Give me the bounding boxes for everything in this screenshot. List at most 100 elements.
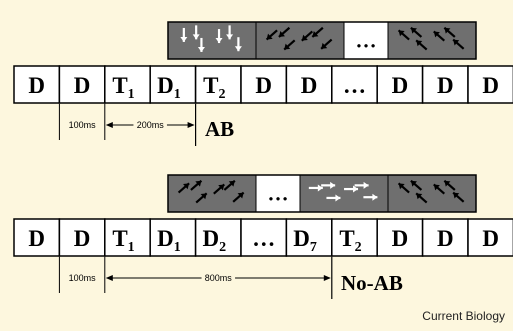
- motion-arrow-field: [308, 181, 378, 202]
- motion-arrowhead: [416, 193, 423, 200]
- lag-arrowhead-right: [323, 275, 331, 281]
- motion-arrowhead: [180, 36, 188, 42]
- motion-arrowhead: [353, 185, 359, 193]
- motion-arrowhead: [410, 180, 417, 187]
- strip-motion-cell: [299, 174, 389, 213]
- strip-motion-cell: [167, 21, 257, 60]
- motion-arrowhead: [195, 180, 202, 187]
- cell-subscript: 1: [128, 240, 135, 255]
- sequence-cell-label: D: [74, 73, 91, 98]
- sequence-cell: [58, 65, 106, 104]
- sequence-cell: [104, 65, 151, 104]
- cell-main-letter: D: [202, 226, 219, 251]
- strip-border: [167, 174, 477, 213]
- cell-main-letter: D: [301, 73, 318, 98]
- strip-border: [167, 21, 477, 60]
- sequence-cell-label: D: [482, 226, 499, 251]
- sequence-cell-label: D: [482, 73, 499, 98]
- cell-main-letter: D: [482, 73, 499, 98]
- cell-main-letter: D: [392, 73, 409, 98]
- lag-arrowhead-left: [105, 122, 113, 128]
- motion-arrowhead: [410, 27, 417, 34]
- cell-main-letter: T: [112, 73, 127, 98]
- motion-arrowhead: [197, 46, 205, 52]
- sequence-cell: [13, 218, 61, 257]
- cell-main-letter: D: [28, 226, 45, 251]
- sequence-cell-label: D: [392, 73, 409, 98]
- motion-arrow-field: [397, 26, 465, 51]
- motion-arrowhead: [266, 33, 273, 40]
- sequence-cell: [467, 65, 513, 104]
- motion-arrow-field: [180, 25, 242, 52]
- cell-subscript: 2: [355, 240, 362, 255]
- motion-arrowhead: [228, 180, 235, 187]
- sequence-cell: [467, 218, 513, 257]
- cell-main-letter: D: [293, 226, 310, 251]
- sequence-cell-label: D2: [202, 226, 226, 255]
- motion-arrowhead: [453, 39, 460, 46]
- sequence-cell: [376, 218, 424, 257]
- strip-ellipsis-cell: [343, 21, 389, 60]
- sequence-cell-label: D: [28, 73, 45, 98]
- motion-arrowhead: [218, 184, 225, 191]
- motion-arrowhead: [453, 192, 460, 199]
- sequence-cell: [58, 218, 106, 257]
- strip-motion-cell: [387, 174, 477, 213]
- cell-subscript: 1: [174, 240, 181, 255]
- lag-label: 800ms: [205, 273, 233, 283]
- motion-arrowhead: [200, 193, 207, 200]
- sequence-cell: [240, 65, 288, 104]
- motion-arrowhead: [363, 181, 369, 189]
- sequence-cell-label: T1: [112, 73, 134, 102]
- sequence-cell-label: …: [252, 226, 275, 251]
- cell-main-letter: T: [203, 73, 218, 98]
- motion-arrowhead: [312, 31, 319, 37]
- sequence-cell-label: T2: [339, 226, 361, 255]
- sequence-cell-label: D7: [293, 226, 317, 255]
- motion-arrowhead: [444, 180, 451, 187]
- motion-arrowhead: [372, 193, 378, 201]
- sequence-cell: [104, 218, 151, 257]
- motion-arrowhead: [278, 31, 285, 37]
- motion-arrowhead: [284, 43, 291, 50]
- motion-arrowhead: [335, 194, 341, 202]
- condition-label: No-AB: [341, 271, 403, 295]
- soa-label: 100ms: [69, 273, 97, 283]
- motion-arrowhead: [330, 181, 336, 189]
- cell-main-letter: D: [437, 73, 454, 98]
- sequence-cell-label: D: [437, 73, 454, 98]
- sequence-cell-label: D: [28, 226, 45, 251]
- sequence-cell-label: T1: [112, 226, 134, 255]
- sequence-cell-label: …: [343, 73, 366, 98]
- sequence-cell: [285, 65, 333, 104]
- lag-arrowhead-right: [187, 122, 195, 128]
- motion-arrowhead: [234, 46, 242, 52]
- cell-main-letter: T: [339, 226, 354, 251]
- soa-label: 100ms: [69, 120, 97, 130]
- sequence-cell: [285, 218, 333, 257]
- sequence-cell-label: D1: [157, 73, 181, 102]
- motion-arrowhead: [321, 42, 328, 49]
- credit-label: Current Biology: [422, 309, 505, 323]
- cell-main-letter: D: [437, 226, 454, 251]
- cell-main-letter: D: [74, 73, 91, 98]
- sequence-cell: [376, 65, 424, 104]
- sequence-cell: [149, 65, 197, 104]
- sequence-cell-label: D: [301, 73, 318, 98]
- cell-main-letter: T: [112, 226, 127, 251]
- motion-arrowhead: [433, 184, 440, 191]
- motion-arrow-field: [265, 26, 333, 51]
- lag-label: 200ms: [137, 120, 165, 130]
- cell-subscript: 2: [219, 240, 226, 255]
- cell-main-letter: D: [255, 73, 272, 98]
- lag-arrowhead-left: [105, 275, 113, 281]
- cell-main-letter: D: [157, 226, 174, 251]
- strip-ellipsis-text: …: [356, 29, 377, 53]
- cell-main-letter: D: [28, 73, 45, 98]
- motion-arrowhead: [433, 31, 440, 38]
- strip-ellipsis-text: …: [268, 182, 289, 206]
- cell-main-letter: …: [343, 73, 366, 98]
